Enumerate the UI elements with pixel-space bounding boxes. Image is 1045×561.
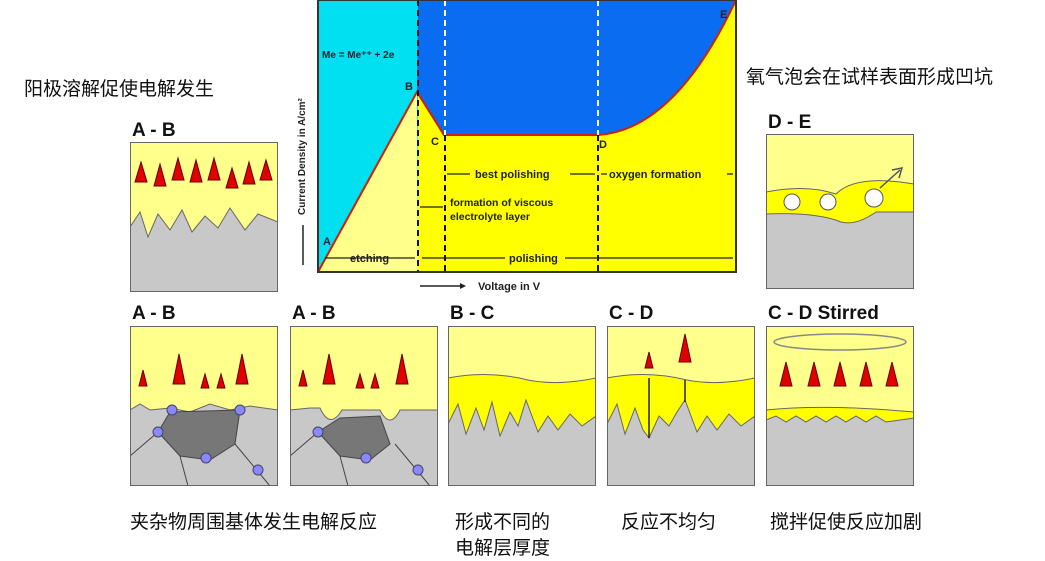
panel-label: A - B: [132, 120, 176, 141]
caption-layer-thickness-2: 电解层厚度: [455, 537, 551, 559]
label-oxygen-formation: oxygen formation: [609, 169, 702, 181]
panel-label: A - B: [292, 303, 336, 324]
panel-cd-stirred: [766, 326, 914, 486]
point-a: A: [323, 236, 331, 248]
polishing-background: [417, 0, 736, 135]
label-polishing: polishing: [509, 253, 558, 265]
panel-ab-inclusion: [130, 326, 278, 486]
panel-label: B - C: [450, 303, 495, 324]
caption-oxygen-bubbles: 氧气泡会在试样表面形成凹坑: [746, 66, 994, 88]
y-axis-label: Current Density in A/cm²: [297, 97, 308, 215]
label-viscous-2: electrolyte layer: [450, 211, 530, 223]
caption-anodic-dissolution: 阳极溶解促使电解发生: [24, 78, 215, 100]
panel-label: C - D: [609, 303, 654, 324]
x-axis-label: Voltage in V: [478, 281, 541, 293]
caption-uneven: 反应不均匀: [621, 511, 717, 533]
label-etching: etching: [350, 253, 389, 265]
panel-bc-viscous-layer: [448, 326, 596, 486]
panel-top-left-ab: [130, 142, 278, 292]
point-e: E: [720, 9, 727, 21]
panel-label: C - D Stirred: [768, 303, 879, 324]
label-best-polishing: best polishing: [475, 169, 550, 181]
label-viscous-1: formation of viscous: [450, 197, 553, 209]
panel-ab-inclusion-dissolved: [290, 326, 438, 486]
panel-top-right-de: [766, 134, 914, 289]
point-d: D: [599, 139, 607, 151]
polishing-curve-chart: A B C D E Me = Me⁺⁺ + 2e etching polishi…: [297, 0, 737, 293]
point-c: C: [431, 136, 439, 148]
caption-inclusion: 夹杂物周围基体发生电解反应: [130, 511, 378, 533]
point-b: B: [405, 81, 413, 93]
equation: Me = Me⁺⁺ + 2e: [322, 50, 395, 61]
panel-label: D - E: [768, 112, 812, 133]
panel-label: A - B: [132, 303, 176, 324]
caption-stirring: 搅拌促使反应加剧: [770, 511, 923, 533]
panel-cd-uneven: [607, 326, 755, 486]
caption-layer-thickness-1: 形成不同的: [455, 511, 551, 533]
